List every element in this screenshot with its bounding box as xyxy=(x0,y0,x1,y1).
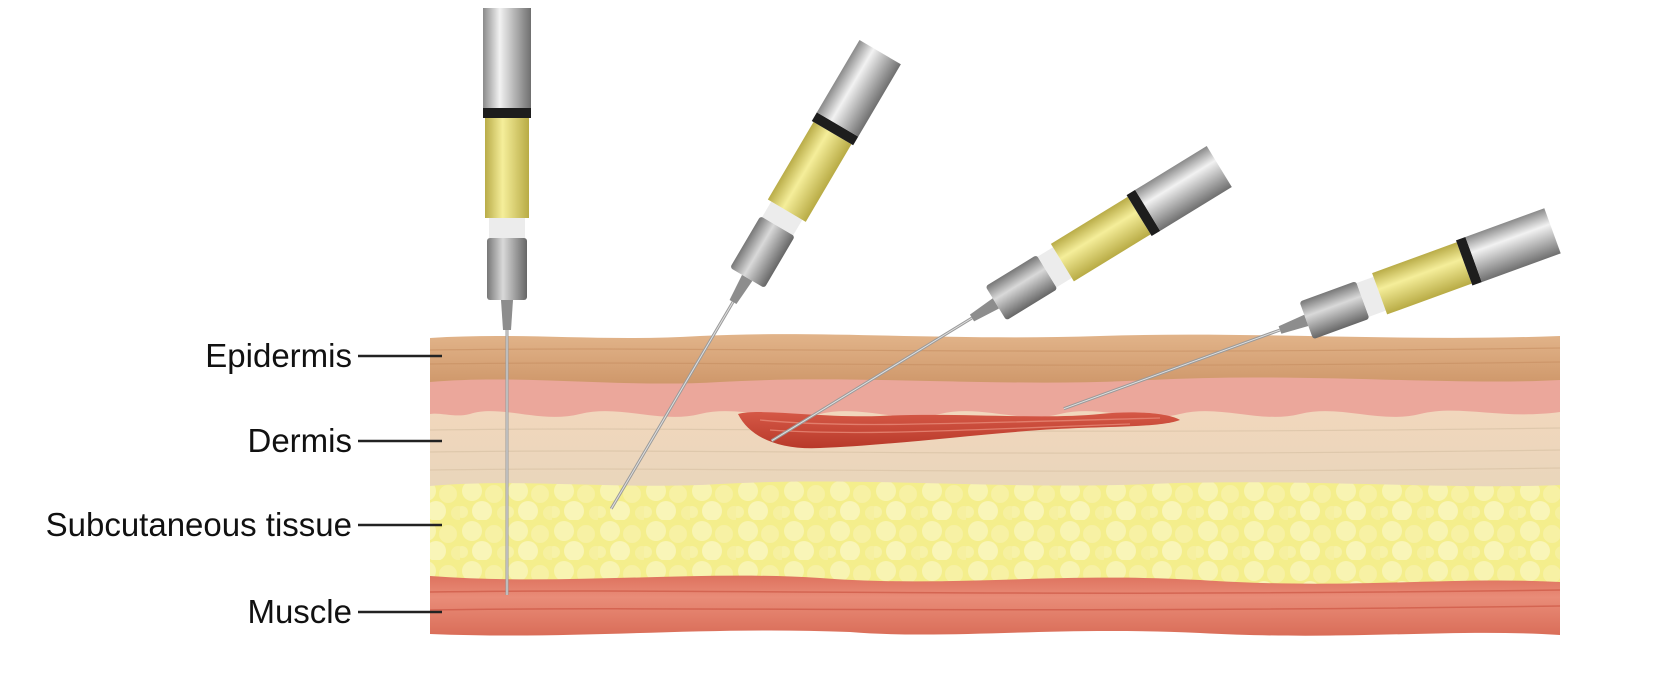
label-dermis: Dermis xyxy=(0,421,352,461)
label-muscle: Muscle xyxy=(0,592,352,632)
epidermis-layer xyxy=(430,330,1560,383)
skin-cross-section xyxy=(430,330,1560,640)
label-subcutaneous-tissue: Subcutaneous tissue xyxy=(0,505,352,545)
leader-lines xyxy=(358,356,442,612)
label-epidermis: Epidermis xyxy=(0,336,352,376)
subcutaneous-layer xyxy=(430,476,1560,583)
